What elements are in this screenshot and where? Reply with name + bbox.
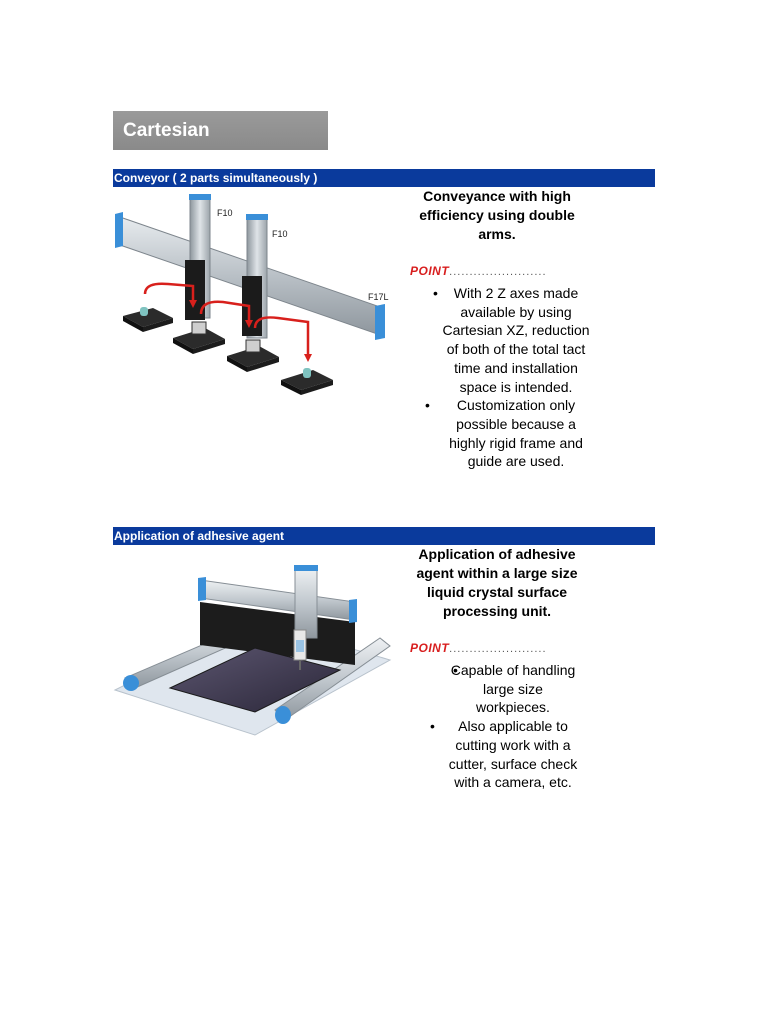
point-dots: ........................ bbox=[449, 266, 547, 278]
point-label-1: POINT........................ bbox=[410, 264, 547, 278]
list-item: • Also applicable to cutting work with a… bbox=[430, 718, 578, 791]
list-item: • Customization only possible because a … bbox=[425, 397, 583, 470]
adhesive-robot-figure bbox=[113, 565, 392, 736]
bullet-dot-icon: • bbox=[425, 397, 430, 414]
list-item: • With 2 Z axes made available by using … bbox=[433, 285, 590, 395]
label-f10-a: F10 bbox=[217, 208, 233, 218]
section-heading-adhesive: Application of adhesive agent within a l… bbox=[416, 546, 578, 619]
bullet-dot-icon: • bbox=[453, 662, 458, 678]
point-dots: ........................ bbox=[449, 643, 547, 655]
bullet-list-adhesive: • Capable of handling large size workpie… bbox=[425, 661, 593, 792]
section-header-adhesive: Application of adhesive agent bbox=[113, 527, 655, 545]
list-item: • Capable of handling large size workpie… bbox=[450, 662, 576, 716]
label-f17l: F17L bbox=[368, 292, 389, 302]
point-tag: POINT bbox=[410, 264, 450, 278]
bullet-dot-icon: • bbox=[430, 718, 435, 735]
bullet-list-conveyor: • With 2 Z axes made available by using … bbox=[423, 284, 601, 471]
section-header-conveyor: Conveyor ( 2 parts simultaneously ) bbox=[113, 169, 655, 187]
conveyor-robot-figure: F10 F10 F17L bbox=[115, 194, 389, 395]
point-tag: POINT bbox=[410, 641, 450, 655]
page-title: Cartesian bbox=[113, 111, 328, 150]
label-f10-b: F10 bbox=[272, 229, 288, 239]
section-heading-conveyor: Conveyance with high efficiency using do… bbox=[419, 188, 575, 242]
bullet-dot-icon: • bbox=[433, 285, 438, 301]
point-label-2: POINT........................ bbox=[410, 641, 547, 655]
